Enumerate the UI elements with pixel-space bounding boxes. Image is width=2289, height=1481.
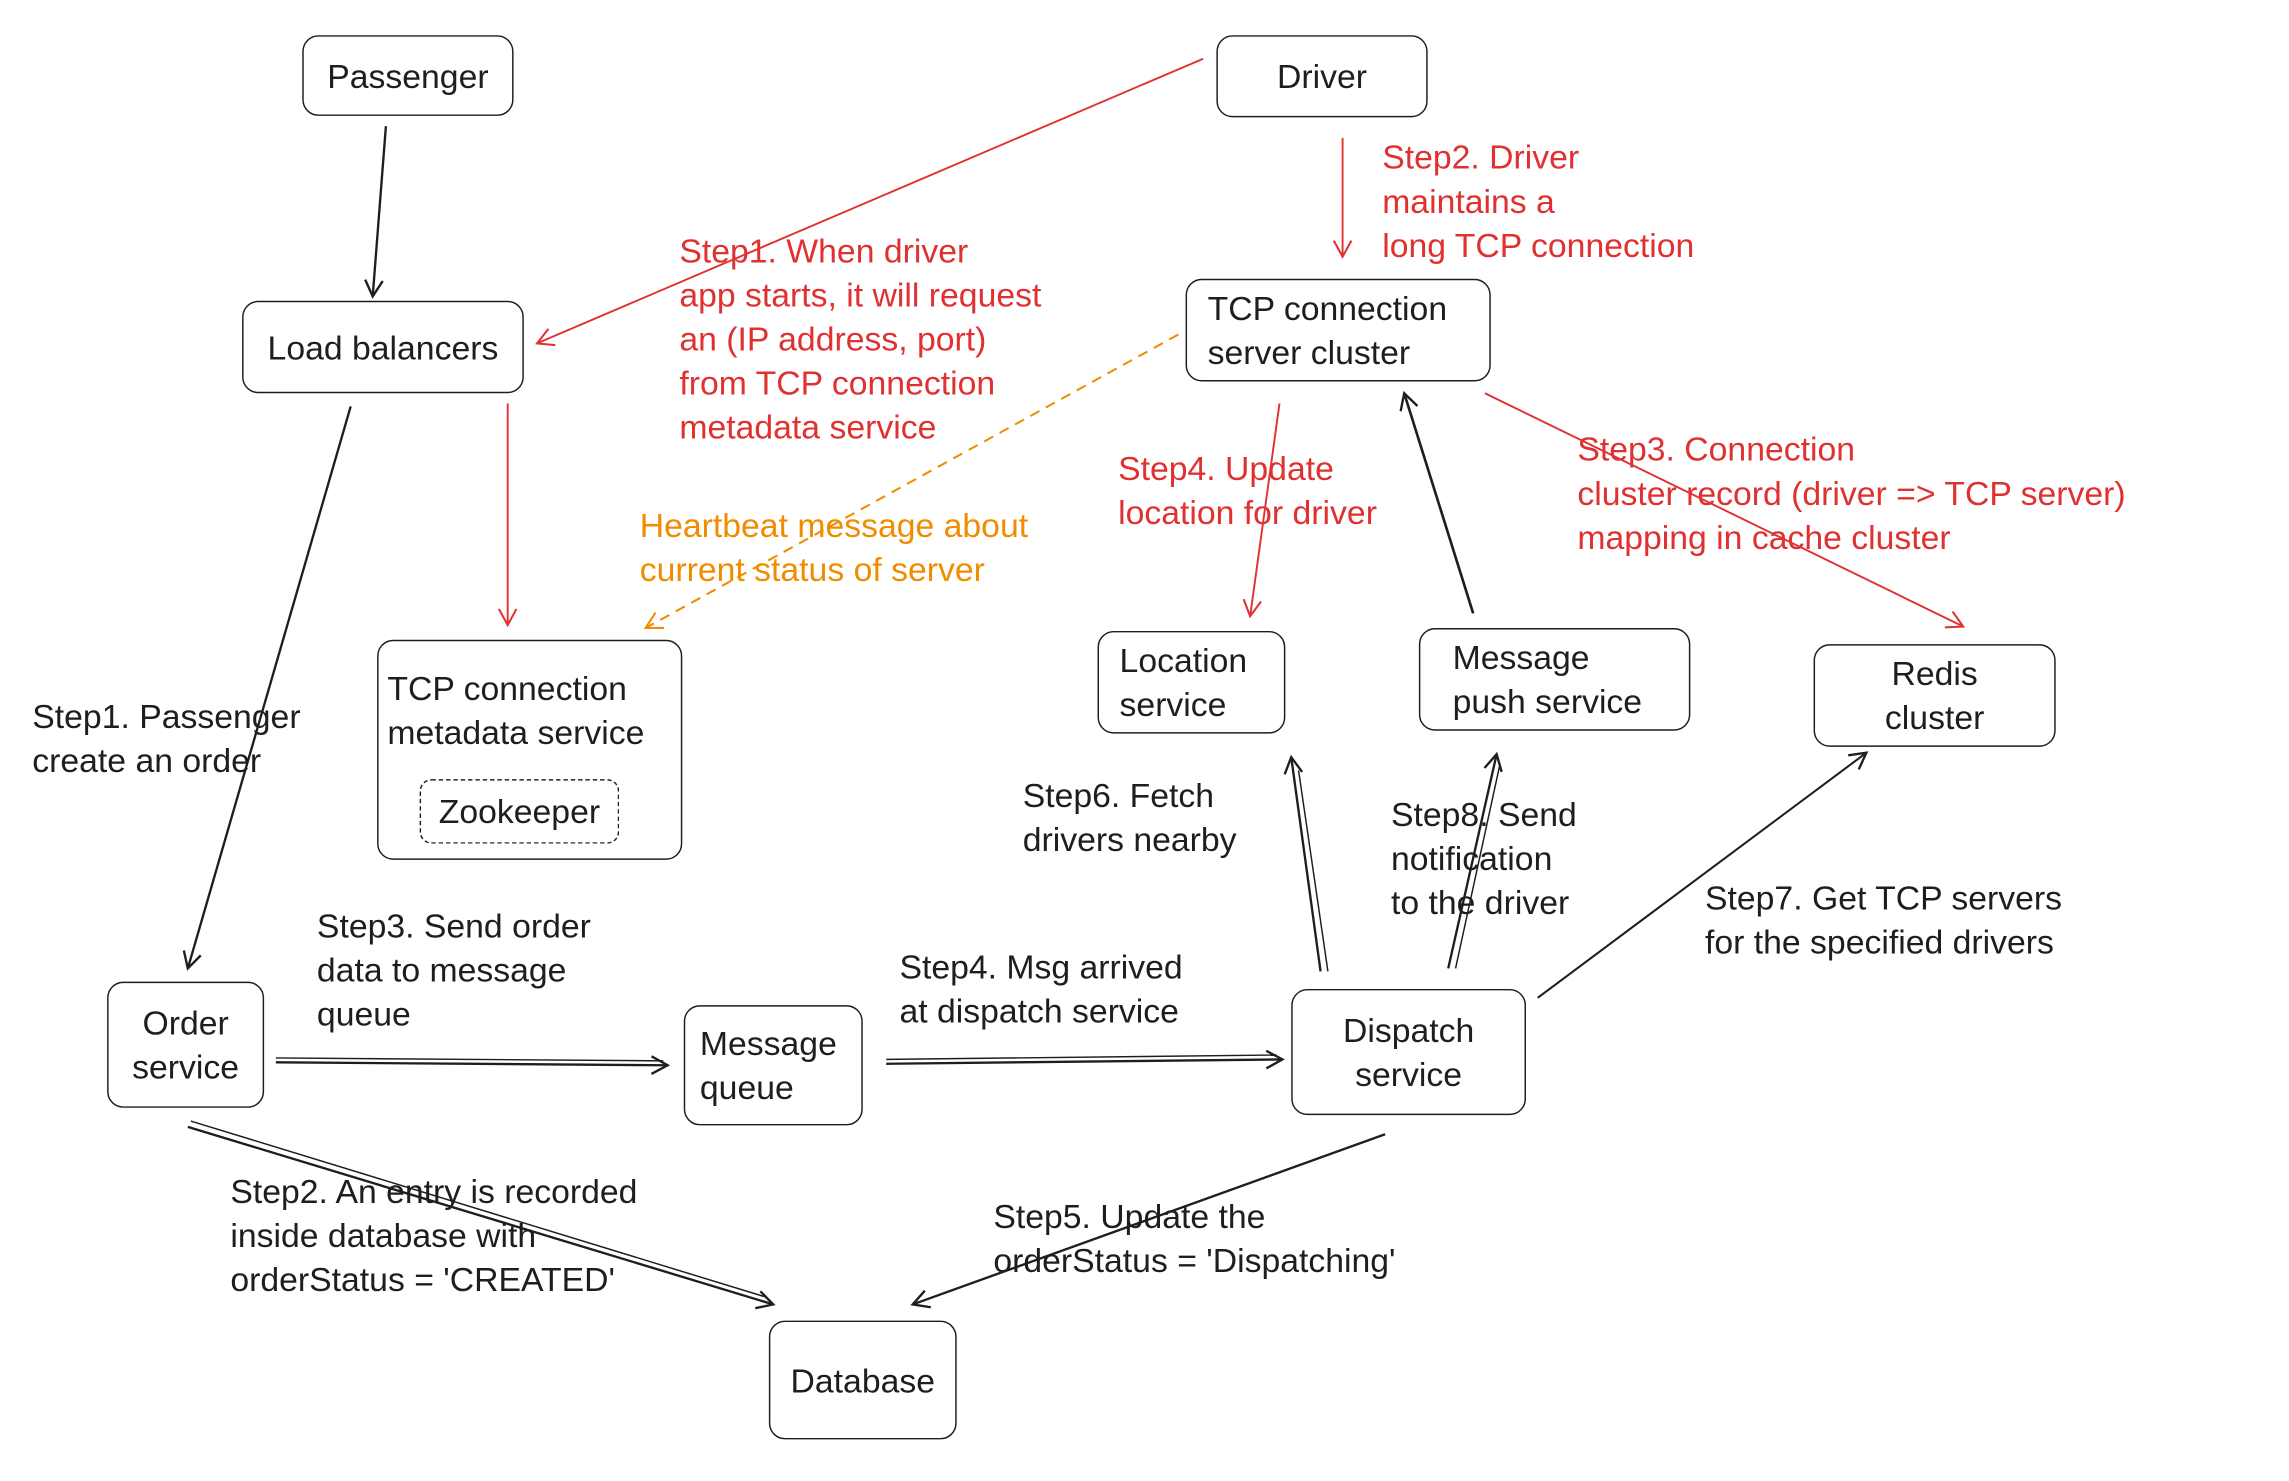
message-queue-node: Message queue (683, 1005, 863, 1126)
heartbeat-label: Heartbeat message about current status o… (639, 506, 1029, 589)
redis-cluster-node: Redis cluster (1813, 644, 2056, 747)
arrow-passenger-to-load-balancers (364, 126, 388, 299)
arrow-tcp-cluster-to-redis (1484, 392, 1966, 629)
arrow-dispatch-to-location (1283, 754, 1322, 972)
message-push-service-node: Message push service (1418, 628, 1691, 731)
arrow-push-to-tcp-cluster (1399, 390, 1475, 614)
passenger-step5-label: Step5. Update the orderStatus = 'Dispatc… (993, 1197, 1396, 1280)
dispatch-service-node: Dispatch service (1291, 988, 1526, 1116)
load-balancers-node: Load balancers (242, 300, 524, 394)
driver-step1-label: Step1. When driver app starts, it will r… (679, 231, 1042, 447)
location-service-node: Location service (1097, 630, 1286, 734)
tcp-connection-metadata-service-node: TCP connection metadata service Zookeepe… (377, 639, 683, 860)
arrow-tcp-cluster-to-location (1242, 403, 1281, 619)
database-node: Database (768, 1320, 957, 1440)
arrow-heartbeat (643, 333, 1179, 630)
arrow-dispatch-to-database (910, 1133, 1386, 1309)
tcp-connection-server-cluster-node: TCP connection server cluster (1185, 278, 1491, 382)
passenger-node: Passenger (302, 35, 514, 116)
passenger-step6-label: Step6. Fetch drivers nearby (1022, 776, 1237, 859)
arrow-dispatch-to-push (1447, 751, 1503, 969)
passenger-step1-label: Step1. Passenger create an order (32, 696, 301, 780)
passenger-step8-label: Step8. Send notification to the driver (1391, 795, 1577, 922)
passenger-step2-label: Step2. An entry is recorded inside datab… (230, 1172, 638, 1299)
arrow-load-balancers-to-order (182, 406, 352, 971)
arrow-order-to-queue (275, 1055, 671, 1075)
arrow-queue-to-dispatch (886, 1049, 1285, 1070)
driver-step3-label: Step3. Connection cluster record (driver… (1577, 429, 2126, 557)
arrow-dispatch-to-redis (1537, 751, 1869, 999)
order-service-node: Order service (107, 981, 265, 1108)
passenger-step3-label: Step3. Send order data to message queue (316, 906, 591, 1033)
arrow-driver-to-load-balancers (535, 57, 1204, 347)
passenger-step4-label: Step4. Msg arrived at dispatch service (899, 947, 1183, 1031)
zookeeper-node: Zookeeper (419, 779, 620, 844)
arrow-order-to-database (187, 1125, 776, 1310)
driver-node: Driver (1216, 35, 1428, 118)
passenger-step7-label: Step7. Get TCP servers for the specified… (1705, 878, 2063, 962)
driver-step4-label: Step4. Update location for driver (1118, 448, 1377, 532)
driver-step2-label: Step2. Driver maintains a long TCP conne… (1382, 137, 1695, 265)
